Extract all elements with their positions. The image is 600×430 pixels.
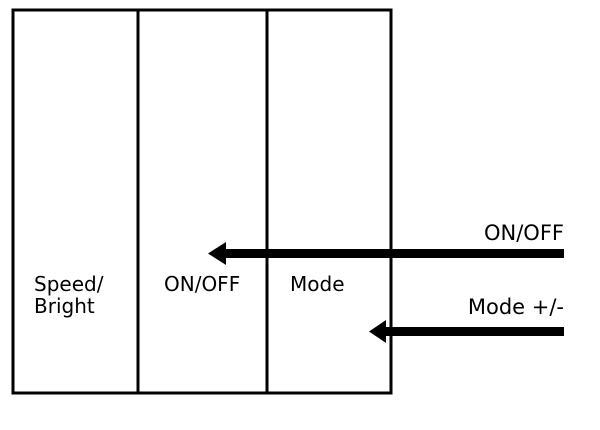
- speed-bright-label-line2: Bright: [34, 294, 95, 318]
- on-off-arrow: [208, 242, 564, 265]
- on-off-button-label: ON/OFF: [164, 272, 240, 296]
- mode-button-label: Mode: [290, 272, 345, 296]
- panel-frame: [11, 8, 393, 395]
- mode-arrow-label: Mode +/-: [468, 295, 564, 319]
- speed-bright-label-line1: Speed/: [34, 272, 104, 296]
- on-off-arrow-label: ON/OFF: [484, 221, 564, 245]
- mode-arrow: [369, 320, 564, 343]
